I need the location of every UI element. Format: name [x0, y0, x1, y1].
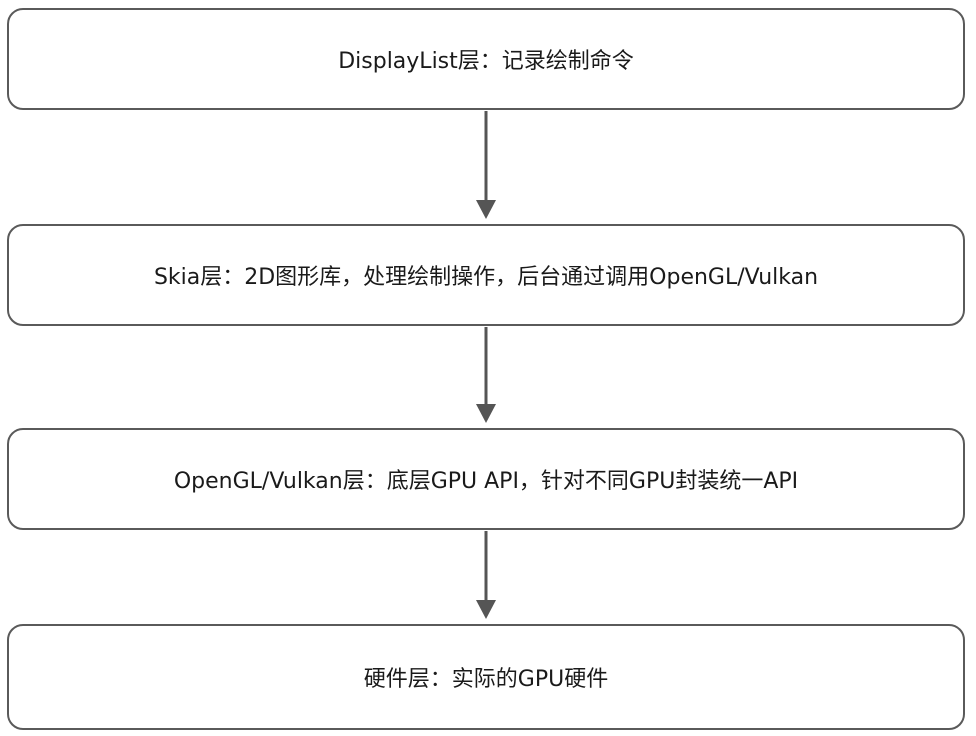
skia-layer-box: Skia层：2D图形库，处理绘制操作，后台通过调用OpenGL/Vulkan — [7, 224, 965, 326]
arrow-2-to-3 — [476, 327, 496, 423]
hardware-layer-box: 硬件层：实际的GPU硬件 — [7, 624, 965, 730]
arrow-1-to-2 — [476, 111, 496, 219]
opengl-vulkan-layer-label: OpenGL/Vulkan层：底层GPU API，针对不同GPU封装统一API — [173, 469, 799, 494]
displaylist-layer-label: DisplayList层：记录绘制命令 — [338, 49, 634, 74]
skia-layer-label: Skia层：2D图形库，处理绘制操作，后台通过调用OpenGL/Vulkan — [153, 265, 819, 290]
displaylist-layer-box: DisplayList层：记录绘制命令 — [7, 8, 965, 110]
opengl-vulkan-layer-box: OpenGL/Vulkan层：底层GPU API，针对不同GPU封装统一API — [7, 428, 965, 530]
arrow-3-to-4 — [476, 531, 496, 619]
hardware-layer-label: 硬件层：实际的GPU硬件 — [363, 667, 609, 692]
